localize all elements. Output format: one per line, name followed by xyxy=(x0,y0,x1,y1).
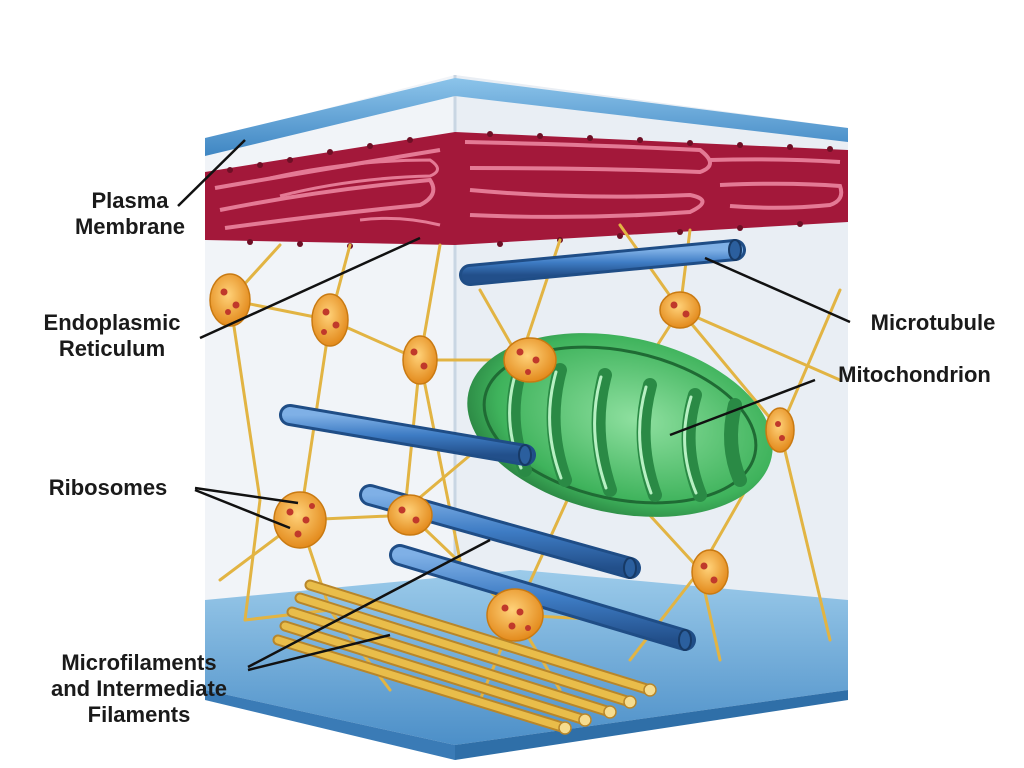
leader-ribosomes-2 xyxy=(194,488,291,530)
plasma-membrane-top xyxy=(205,78,848,156)
label-endoplasmic-reticulum: Endoplasmic Reticulum xyxy=(12,310,212,362)
label-line: Membrane xyxy=(74,214,186,239)
label-line: Endoplasmic xyxy=(43,310,181,335)
label-line: Mitochondrion xyxy=(838,362,991,387)
microtubules xyxy=(279,239,746,651)
label-mitochondrion: Mitochondrion xyxy=(812,362,1017,388)
leader-endoplasmic-reticulum xyxy=(199,236,421,340)
label-plasma-membrane: Plasma Membrane xyxy=(40,188,220,240)
leader-ribosomes-1 xyxy=(194,486,299,505)
leader-microfilaments-2 xyxy=(247,633,391,672)
ribosome-clusters xyxy=(209,273,795,642)
label-line: Ribosomes xyxy=(48,475,168,500)
label-line: Microtubule xyxy=(870,310,996,335)
label-line: Plasma xyxy=(91,188,169,213)
label-line: Reticulum xyxy=(58,336,166,361)
leader-microtubule xyxy=(704,256,851,324)
leader-lines xyxy=(177,139,851,672)
label-line: Filaments xyxy=(87,702,191,727)
mitochondrion xyxy=(467,333,773,517)
label-line: and Intermediate xyxy=(50,676,228,701)
label-ribosomes: Ribosomes xyxy=(28,475,188,501)
leader-plasma-membrane xyxy=(177,139,246,207)
endoplasmic-reticulum xyxy=(205,131,848,249)
label-microtubule: Microtubule xyxy=(848,310,1018,336)
label-line: Microfilaments xyxy=(61,650,217,675)
leader-microfilaments-1 xyxy=(247,538,491,669)
bottom-membrane-edge-left xyxy=(205,690,455,760)
bottom-membrane-edge xyxy=(455,690,848,760)
label-microfilaments: Microfilaments and Intermediate Filament… xyxy=(14,650,264,728)
leader-mitochondrion xyxy=(669,378,816,437)
microfilament-bundle xyxy=(272,579,657,735)
